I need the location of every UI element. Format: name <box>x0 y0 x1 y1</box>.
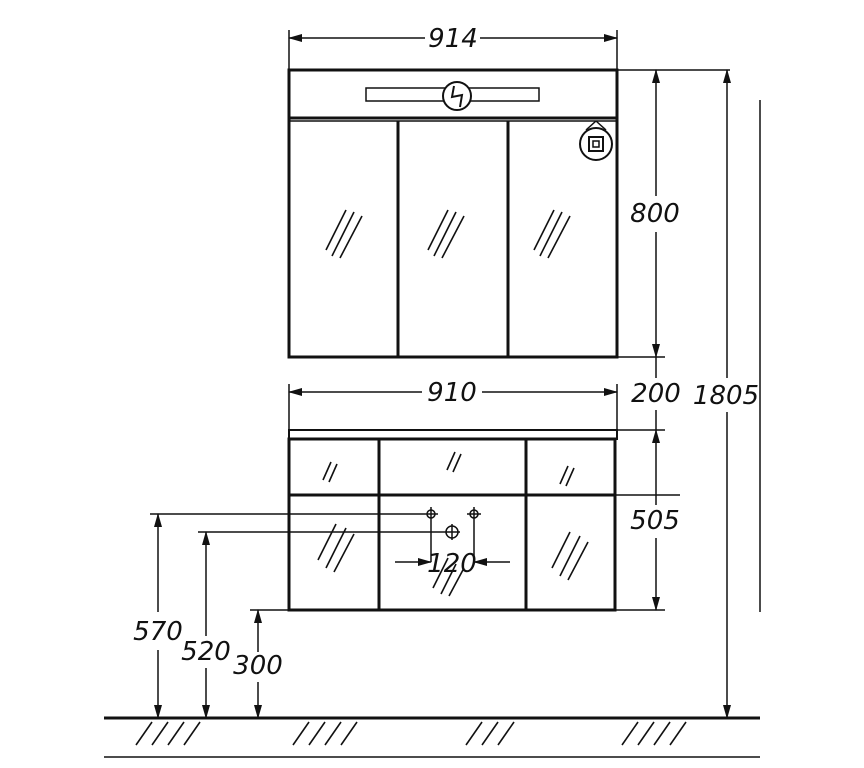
dim-label-120: 120 <box>427 549 477 579</box>
drawer-hatch-middle <box>446 451 462 473</box>
dim-height-520: 520 <box>181 531 444 719</box>
dim-label-914: 914 <box>428 24 478 54</box>
dim-outlet-spacing: 120 <box>395 549 510 579</box>
vanity-body <box>287 437 617 612</box>
mirror-hatch-middle <box>427 209 465 259</box>
water-outlet-left <box>424 507 438 562</box>
vanity-unit <box>287 429 680 612</box>
dim-cabinet-width: 914 <box>288 24 618 70</box>
dim-height-570: 570 <box>133 513 424 719</box>
door-hatch-right <box>551 531 589 581</box>
dim-label-505: 505 <box>630 506 680 536</box>
dim-vanity-width: 910 <box>288 378 618 430</box>
drawer-hatch-left <box>322 461 338 483</box>
dim-cabinet-height: 800 <box>617 69 730 358</box>
dim-height-300: 300 <box>233 609 289 719</box>
drain-outlet <box>444 524 460 540</box>
lightning-bolt-icon <box>442 81 472 111</box>
mirror-hatch-right <box>533 209 571 259</box>
floor <box>104 716 760 758</box>
dim-label-570: 570 <box>133 617 183 647</box>
dim-label-800: 800 <box>630 199 680 229</box>
door-hatch-left <box>317 523 355 573</box>
dim-gap-height: 200 <box>631 357 681 430</box>
dim-vanity-height: 505 <box>630 429 680 611</box>
mirror-hatch-left <box>325 209 363 259</box>
dim-label-520: 520 <box>181 637 231 667</box>
dim-label-910: 910 <box>427 378 477 408</box>
dim-label-1805: 1805 <box>693 381 759 411</box>
dim-label-300: 300 <box>233 651 283 681</box>
dim-label-200: 200 <box>631 379 681 409</box>
door-hatch-middle <box>432 557 465 597</box>
drawer-hatch-right <box>559 465 575 487</box>
water-outlet-right <box>467 507 481 562</box>
socket-icon <box>579 120 613 161</box>
cabinet-outline <box>287 68 619 359</box>
floor-hatch <box>135 721 687 746</box>
mirror-cabinet <box>287 68 619 359</box>
dim-total-height: 1805 <box>693 69 759 719</box>
